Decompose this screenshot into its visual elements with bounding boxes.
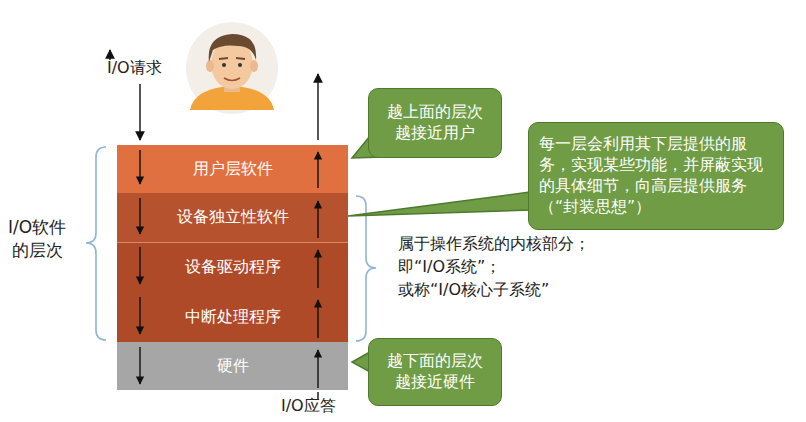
callout-text: 越下面的层次 越接近硬件	[379, 351, 491, 393]
callout-box: 越下面的层次 越接近硬件	[368, 338, 502, 406]
request-arrow	[139, 84, 140, 140]
callout-text: 每一层会利用其下层提供的服务，实现某些功能，并屏蔽实现的具体细节，向高层提供服务…	[539, 134, 773, 218]
layer-band: 设备独立性软件	[117, 193, 348, 242]
callout-text: 越上面的层次 越接近用户	[379, 102, 491, 144]
layer-band: 用户层软件	[117, 145, 348, 193]
group-label: I/O软件 的层次	[2, 216, 72, 262]
kernel-note: 属于操作系统的内核部分；	[398, 234, 590, 255]
kernel-note: 即“I/O系统”；	[398, 257, 501, 278]
layer-name: 设备独立性软件	[177, 207, 289, 228]
layer-name: 用户层软件	[193, 159, 273, 180]
layer-name: 设备驱动程序	[185, 257, 281, 278]
kernel-note: 或称“I/O核心子系统”	[398, 280, 549, 301]
layer-band: 设备驱动程序	[117, 242, 348, 292]
layer-name: 硬件	[217, 356, 249, 377]
response-label: I/O应答	[281, 396, 336, 417]
callout-box: 每一层会利用其下层提供的服务，实现某些功能，并屏蔽实现的具体细节，向高层提供服务…	[528, 122, 784, 230]
response-arrow	[317, 74, 318, 140]
callout-pointer	[348, 192, 530, 216]
callout-box: 越上面的层次 越接近用户	[368, 88, 502, 158]
layer-band: 中断处理程序	[117, 292, 348, 342]
left-bracket	[86, 147, 106, 340]
layer-name: 中断处理程序	[185, 307, 281, 328]
request-label: I/O请求	[107, 58, 162, 79]
user-avatar	[186, 22, 278, 114]
hardware-band: 硬件	[117, 342, 348, 390]
right-bracket	[356, 196, 376, 341]
